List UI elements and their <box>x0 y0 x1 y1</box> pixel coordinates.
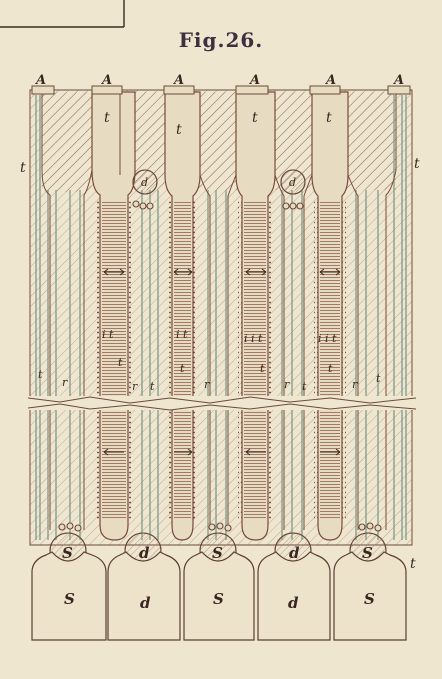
small-d-labels: d d <box>141 176 296 189</box>
label-mid-t-7: t <box>150 380 155 393</box>
label-mid-r-1: r <box>62 376 68 389</box>
label-mid-r-2: r <box>132 380 138 393</box>
section-break <box>27 396 417 411</box>
bottom-blocks <box>31 551 407 641</box>
label-mid-t-3: t <box>180 362 185 375</box>
label-mid-t-1: t <box>38 368 43 381</box>
label-center-2: i t <box>176 328 188 341</box>
label-small-d-1: d <box>141 176 148 189</box>
top-caps <box>31 85 411 95</box>
flow-arrows <box>103 268 341 456</box>
label-center-1: i t <box>102 328 114 341</box>
label-a-1: A <box>34 73 46 88</box>
label-mid-r-5: r <box>352 378 358 391</box>
upper-cells <box>132 169 306 210</box>
top-t-labels: t t t t t t t <box>20 110 420 572</box>
label-a-6: A <box>392 73 404 88</box>
label-center-4: i i t <box>318 332 337 345</box>
circle-labels: S d S d S <box>62 544 373 562</box>
mid-labels: t t t t t t t t r r r r r i t i t i i t … <box>38 328 381 393</box>
block-labels: S d S d S <box>64 590 375 612</box>
pitted-walls <box>96 200 346 520</box>
label-mid-t-4: t <box>260 362 265 375</box>
label-circle-1: S <box>62 544 73 562</box>
label-a-2: A <box>100 73 112 88</box>
label-circle-4: d <box>289 544 300 562</box>
label-mid-t-5: t <box>328 362 333 375</box>
label-block-1: S <box>64 590 75 608</box>
label-mid-t-2: t <box>118 356 123 369</box>
label-t-bottom-right: t <box>410 556 416 572</box>
label-mid-r-3: r <box>204 378 210 391</box>
label-mid-t-8: t <box>302 380 307 393</box>
label-a-3: A <box>172 73 184 88</box>
label-t-4: t <box>326 110 332 126</box>
label-t-3: t <box>252 110 258 126</box>
top-a-labels: A A A A A A <box>34 73 404 88</box>
label-t-side-right: t <box>414 156 420 172</box>
corner-rule <box>0 0 125 28</box>
fibre-strands <box>35 95 407 540</box>
label-a-4: A <box>248 73 260 88</box>
label-t-1: t <box>104 110 110 126</box>
label-circle-5: S <box>362 544 373 562</box>
label-block-3: S <box>213 590 224 608</box>
label-circle-3: S <box>212 544 223 562</box>
label-t-2: t <box>176 122 182 138</box>
label-circle-2: d <box>139 544 150 562</box>
label-block-2: d <box>140 594 151 612</box>
label-small-d-2: d <box>289 176 296 189</box>
label-t-side-left: t <box>20 160 26 176</box>
label-center-3: i i t <box>244 332 263 345</box>
figure-title: Fig.26. <box>178 28 264 52</box>
label-block-5: S <box>364 590 375 608</box>
cell-wall-lines <box>29 92 413 545</box>
label-mid-r-4: r <box>284 378 290 391</box>
label-block-4: d <box>288 594 299 612</box>
vessel-tubes <box>91 91 349 541</box>
label-a-5: A <box>324 73 336 88</box>
label-mid-t-6: t <box>376 372 381 385</box>
